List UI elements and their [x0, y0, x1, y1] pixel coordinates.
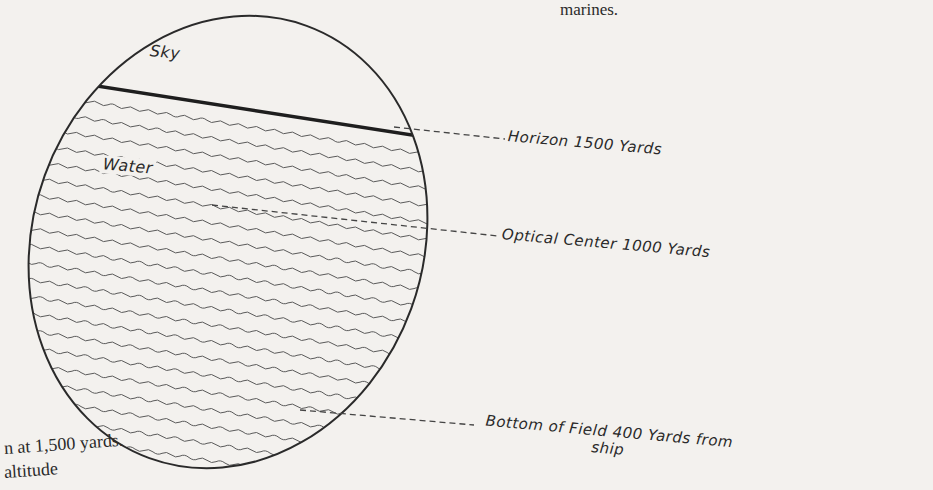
center-leader	[212, 205, 498, 236]
page-text-fragment: altitude	[3, 458, 58, 482]
wave-stroke	[0, 275, 477, 350]
page-text-fragment: n at 1,500 yards.	[3, 430, 124, 459]
water-label: Water	[99, 155, 156, 178]
horizon-label: Horizon 1500 Yards	[507, 128, 662, 159]
wave-stroke	[0, 479, 477, 490]
wave-stroke	[0, 359, 477, 434]
wave-stroke	[0, 173, 477, 248]
sky-label: Sky	[149, 42, 181, 63]
wave-stroke	[0, 207, 477, 282]
wave-stroke	[0, 241, 477, 316]
field-outline	[0, 0, 490, 490]
wave-stroke	[0, 139, 477, 214]
optical-center-label: Optical Center 1000 Yards	[501, 226, 711, 261]
wave-stroke	[0, 309, 477, 384]
wave-stroke	[0, 411, 477, 486]
wave-stroke	[0, 87, 477, 162]
water-waves	[0, 87, 477, 490]
wave-stroke	[0, 189, 477, 264]
horizon-leader	[394, 127, 505, 139]
wave-stroke	[0, 325, 477, 400]
bottom-leader	[300, 410, 474, 425]
wave-stroke	[0, 155, 477, 230]
wave-stroke	[0, 343, 477, 418]
wave-stroke	[0, 223, 477, 298]
wave-stroke	[0, 393, 477, 468]
page-text-fragment: marines.	[560, 0, 618, 20]
wave-stroke	[0, 427, 477, 490]
wave-stroke	[0, 291, 477, 366]
bottom-of-field-label: Bottom of Field 400 Yards from ship	[476, 412, 740, 469]
